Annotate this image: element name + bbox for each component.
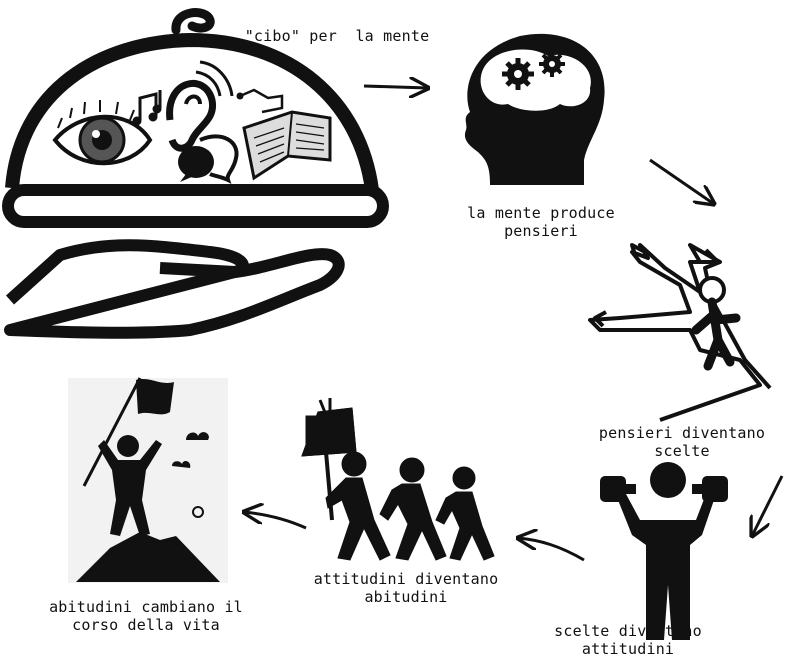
marching-people-icon (302, 398, 494, 560)
weightlifter-icon (600, 462, 728, 640)
arrow-attitudes-to-habits (244, 512, 306, 528)
book-icon (237, 90, 330, 178)
label-attitudes-become: attitudini diventano abitudini (296, 570, 516, 606)
crossroads-icon (590, 245, 770, 420)
label-food-for-mind: "cibo" per la mente (232, 27, 442, 45)
label-mind-produces: la mente produce pensieri (448, 204, 634, 240)
arrow-mind-to-thoughts (650, 160, 714, 204)
head-gears-icon (465, 34, 605, 185)
label-habits-change: abitudini cambiano il corso della vita (28, 598, 264, 634)
arrow-choices-to-attitudes (518, 538, 584, 560)
label-thoughts-become: pensieri diventano scelte (582, 424, 782, 460)
mountain-flag-icon (68, 378, 228, 583)
arrow-thoughts-to-choices (752, 476, 782, 536)
label-choices-become: scelte diventano attitudini (528, 622, 728, 658)
eye-icon (55, 100, 150, 163)
arrow-food-to-mind (364, 86, 428, 88)
